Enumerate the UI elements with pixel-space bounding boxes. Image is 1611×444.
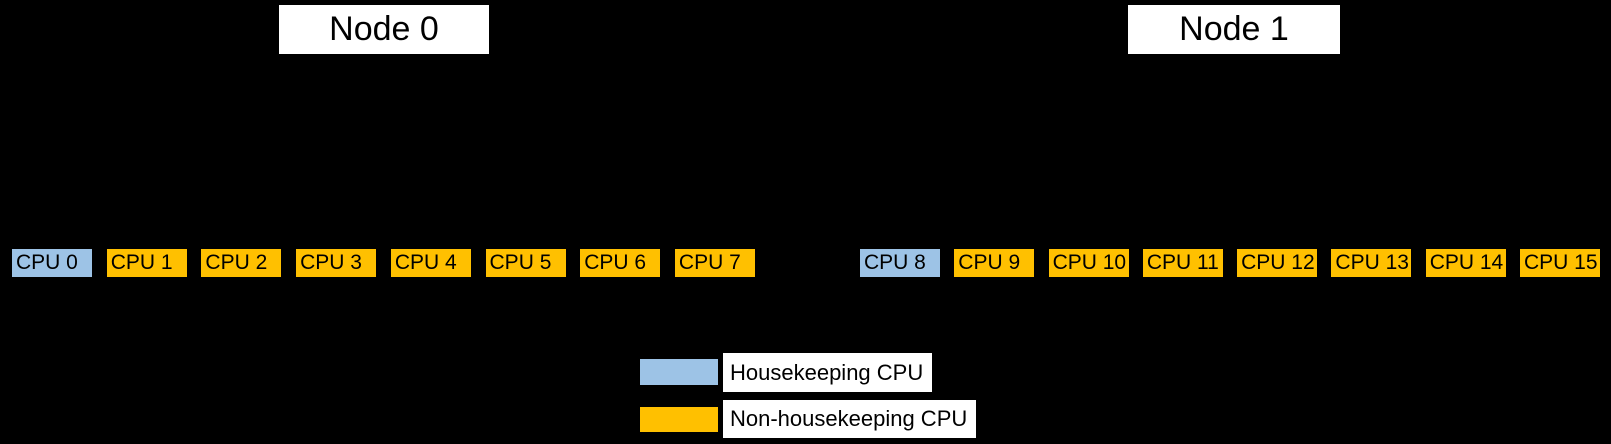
cpu-1-box: CPU 1: [106, 249, 187, 277]
cpu-13-box: CPU 13: [1331, 249, 1412, 277]
cpu-5-box: CPU 5: [485, 249, 566, 277]
cpu-0-box: CPU 0: [12, 249, 92, 277]
cpu-14-box: CPU 14: [1425, 249, 1506, 277]
cpu-2-box: CPU 2: [201, 249, 282, 277]
node-1-label: Node 1: [1128, 5, 1340, 54]
cpu-11-box: CPU 11: [1142, 249, 1223, 277]
housekeeping-color-swatch: [640, 359, 718, 385]
cpu-4-box: CPU 4: [390, 249, 471, 277]
cpu-3-box: CPU 3: [296, 249, 377, 277]
cpu-15-box: CPU 15: [1519, 249, 1600, 277]
cpu-12-box: CPU 12: [1237, 249, 1318, 277]
cpu-8-box: CPU 8: [860, 249, 940, 277]
non-housekeeping-color-swatch: [640, 407, 718, 432]
cpu-10-box: CPU 10: [1048, 249, 1129, 277]
housekeeping-legend-label: Housekeeping CPU: [723, 353, 933, 392]
node-0-cpu-row: CPU 0 CPU 1 CPU 2 CPU 3 CPU 4 CPU 5 CPU …: [12, 249, 755, 277]
non-housekeeping-legend-label: Non-housekeeping CPU: [723, 400, 977, 438]
cpu-9-box: CPU 9: [954, 249, 1035, 277]
node-1-cpu-row: CPU 8 CPU 9 CPU 10 CPU 11 CPU 12 CPU 13 …: [860, 249, 1600, 277]
cpu-6-box: CPU 6: [580, 249, 661, 277]
node-0-label: Node 0: [279, 5, 489, 54]
cpu-7-box: CPU 7: [674, 249, 755, 277]
